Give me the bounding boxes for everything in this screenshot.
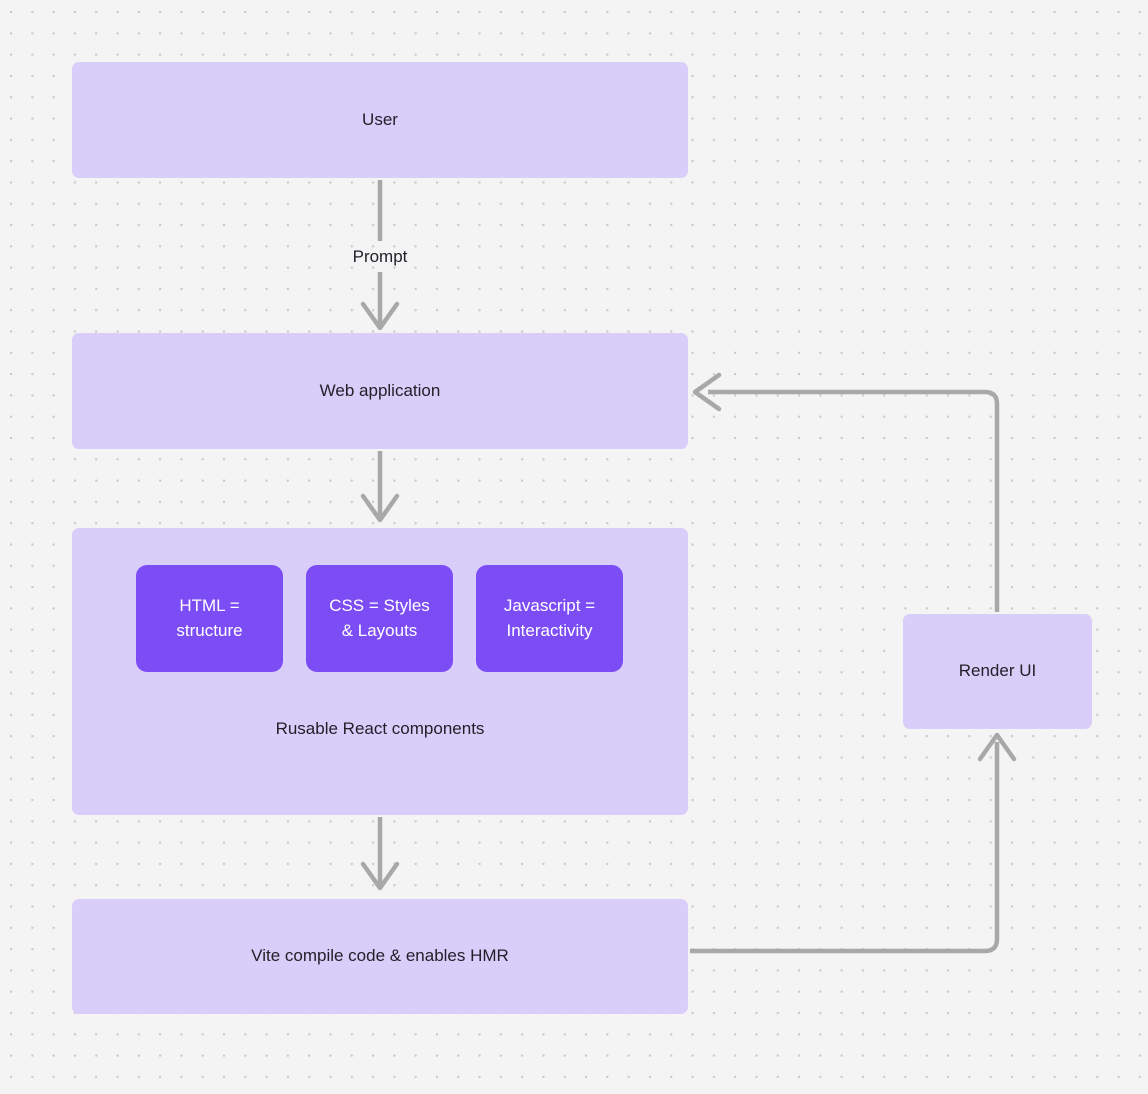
sub-node-html[interactable]: HTML = structure xyxy=(136,565,283,672)
node-vite[interactable]: Vite compile code & enables HMR xyxy=(72,899,688,1014)
edge-vite-to-render-arrowhead xyxy=(977,732,1017,762)
edge-label-prompt: Prompt xyxy=(352,247,408,266)
sub-node-javascript[interactable]: Javascript = Interactivity xyxy=(476,565,623,672)
sub-node-css-label: CSS = Styles & Layouts xyxy=(329,596,430,640)
node-react-components-label: Rusable React components xyxy=(275,719,485,738)
sub-node-javascript-label: Javascript = Interactivity xyxy=(503,596,596,640)
edge-user-to-webapp-arrowhead xyxy=(360,301,400,331)
node-user[interactable]: User xyxy=(72,62,688,178)
edge-render-to-webapp-arrowhead xyxy=(692,372,722,412)
node-react-components[interactable]: HTML = structure CSS = Styles & Layouts … xyxy=(72,528,688,815)
edge-render-to-webapp xyxy=(708,389,1000,612)
sub-node-row: HTML = structure CSS = Styles & Layouts … xyxy=(136,565,623,672)
sub-node-css[interactable]: CSS = Styles & Layouts xyxy=(306,565,453,672)
sub-node-html-label: HTML = structure xyxy=(176,596,243,640)
node-user-label: User xyxy=(362,109,398,129)
edge-vite-to-render xyxy=(690,742,1000,954)
node-render-ui[interactable]: Render UI xyxy=(903,614,1092,729)
edge-react-to-vite-arrowhead xyxy=(360,861,400,891)
node-web-application[interactable]: Web application xyxy=(72,333,688,449)
node-web-application-label: Web application xyxy=(319,380,441,400)
node-render-ui-label: Render UI xyxy=(958,661,1037,681)
edge-webapp-to-react-arrowhead xyxy=(360,493,400,523)
node-vite-label: Vite compile code & enables HMR xyxy=(251,946,509,966)
